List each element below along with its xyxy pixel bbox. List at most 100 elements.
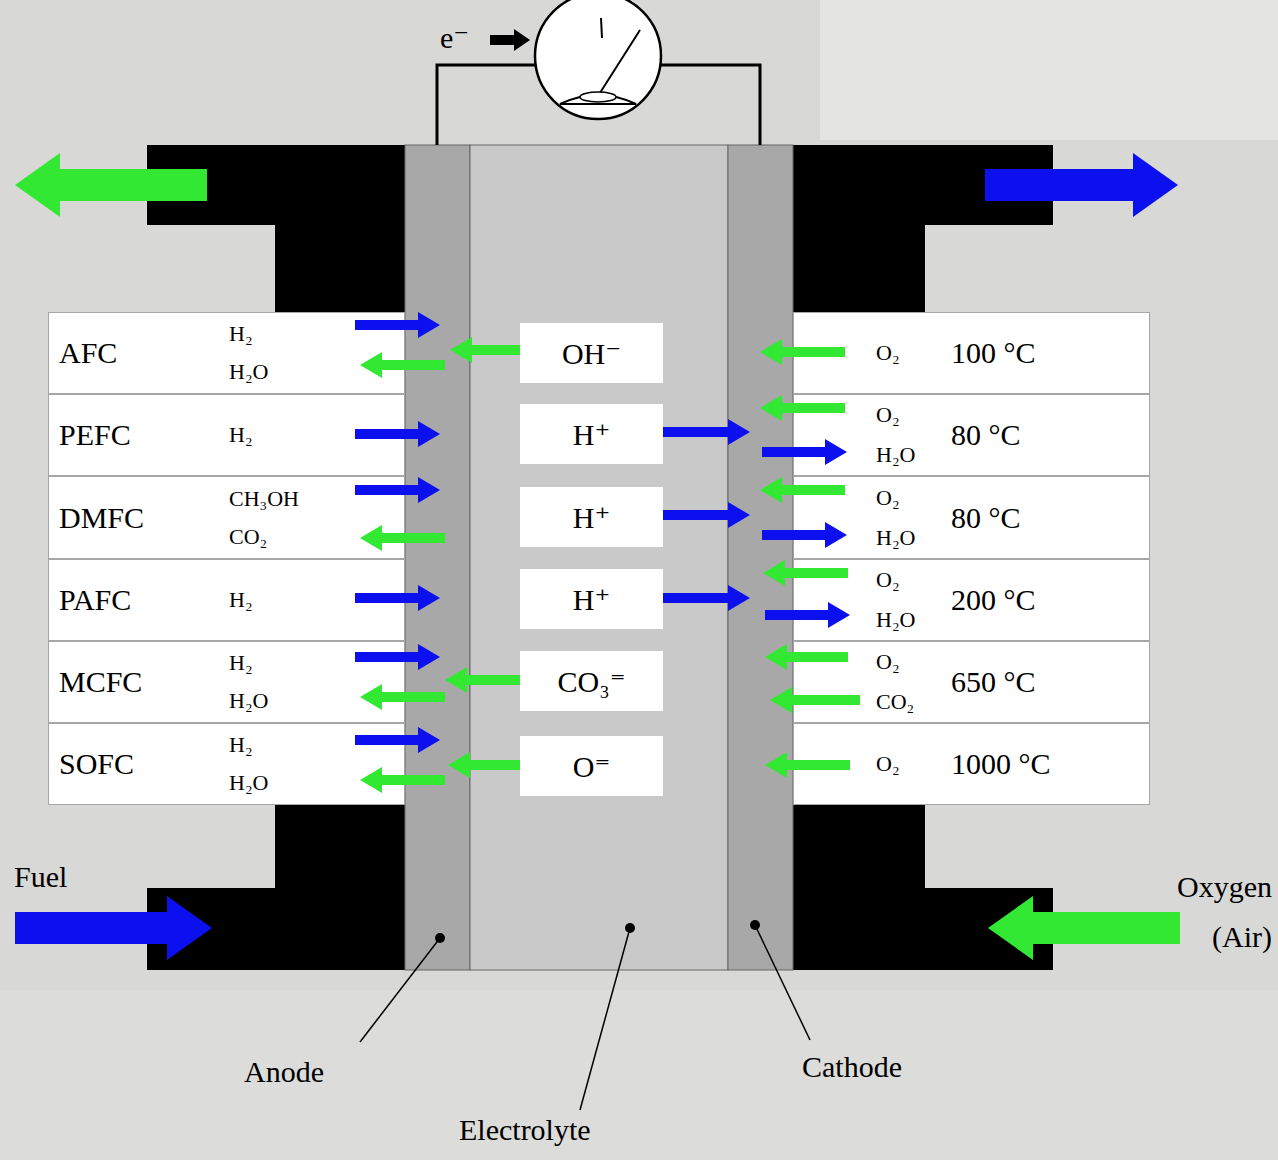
fuel-species: H₂ <box>229 416 253 454</box>
leader-line <box>755 925 810 1040</box>
flow-arrow <box>765 644 848 670</box>
cell-type-name: SOFC <box>59 747 229 781</box>
oxidant-species: O₂ H₂O <box>876 395 915 475</box>
meter-symbol <box>535 0 661 119</box>
species-cell: O₂ H₂O <box>876 395 951 475</box>
cell-type-row: SOFCH₂ H₂O <box>48 723 405 805</box>
ion-box: O⁼ <box>520 736 663 796</box>
wire <box>437 65 536 145</box>
label-holder: Oxygen (Air) <box>1177 862 1272 962</box>
oxidant-species: O₂ H₂O <box>876 560 915 640</box>
flow-arrow <box>663 585 750 611</box>
cell-type-row: MCFCH₂ H₂O <box>48 641 405 723</box>
label-holder: Electrolyte <box>459 1113 591 1147</box>
cathode-row: O₂ H₂O 80 °C <box>793 394 1150 476</box>
ion-label: OH⁻ <box>562 336 621 371</box>
flow-arrow <box>988 896 1180 960</box>
label-holder: e⁻ <box>440 20 469 55</box>
wire <box>660 65 760 145</box>
cathode-band <box>728 145 793 970</box>
fuel-species: CH₃OH CO₂ <box>229 480 299 556</box>
ion-label: H⁺ <box>573 582 611 617</box>
label-holder: Cathode <box>802 1050 902 1084</box>
flow-arrow <box>760 477 845 503</box>
electrolyte-band <box>470 145 728 970</box>
temperature-label: 1000 °C <box>951 747 1051 781</box>
flow-arrow <box>770 687 860 713</box>
ion-box: OH⁻ <box>520 323 663 383</box>
ion-box: H⁺ <box>520 404 663 464</box>
cell-type-name: DMFC <box>59 501 229 535</box>
meter-base <box>580 92 616 102</box>
anode-band <box>405 145 470 970</box>
temperature-label: 100 °C <box>951 336 1036 370</box>
flow-arrow <box>360 525 445 551</box>
electron-arrow <box>490 29 530 51</box>
flow-arrow <box>985 153 1178 217</box>
electron-label: e⁻ <box>440 20 469 55</box>
leader-dot <box>750 920 760 930</box>
flow-arrow <box>450 337 520 363</box>
temperature-label: 80 °C <box>951 501 1021 535</box>
flow-arrow <box>765 602 850 628</box>
flow-arrow <box>355 727 440 753</box>
flow-arrow <box>360 684 445 710</box>
cell-type-name: PEFC <box>59 418 229 452</box>
temperature-label: 80 °C <box>951 418 1021 452</box>
flow-arrow <box>760 339 845 365</box>
flow-arrow <box>355 644 440 670</box>
ion-box: H⁺ <box>520 569 663 629</box>
species-cell: O₂ H₂O <box>876 560 951 640</box>
label-holder: Anode <box>244 1055 324 1089</box>
ion-label: H⁺ <box>573 500 611 535</box>
flow-arrow <box>663 502 750 528</box>
background-window <box>820 0 1278 140</box>
cell-type-name: AFC <box>59 336 229 370</box>
flow-arrow <box>765 752 850 778</box>
flow-arrow <box>448 752 520 778</box>
meter-needle <box>598 30 640 96</box>
meter-tick <box>601 18 602 38</box>
flow-arrow <box>360 352 445 378</box>
species-cell: O₂ <box>876 333 951 373</box>
background-floor <box>0 990 1278 1160</box>
part-label: Electrolyte <box>459 1113 591 1147</box>
leader-line <box>360 938 440 1042</box>
flow-arrow <box>663 419 750 445</box>
ion-box: CO₃⁼ <box>520 651 663 711</box>
flow-arrow <box>355 585 440 611</box>
fuel-species: H₂ <box>229 581 253 619</box>
part-label: Cathode <box>802 1050 902 1084</box>
ion-label: H⁺ <box>573 417 611 452</box>
flow-arrow <box>445 667 520 693</box>
flow-arrow <box>763 560 848 586</box>
fuel-species: H₂ H₂O <box>229 644 268 720</box>
cell-type-row: PEFCH₂ <box>48 394 405 476</box>
leader-dot <box>625 923 635 933</box>
flow-arrow <box>15 153 207 217</box>
cell-type-row: AFCH₂ H₂O <box>48 312 405 394</box>
flow-arrow <box>355 421 440 447</box>
flow-arrow <box>762 522 847 548</box>
cathode-row: O₂ 100 °C <box>793 312 1150 394</box>
cell-type-row: DMFCCH₃OH CO₂ <box>48 476 405 559</box>
ion-label: O⁼ <box>573 749 611 784</box>
species-cell: O₂ <box>876 744 951 784</box>
cell-type-name: MCFC <box>59 665 229 699</box>
temperature-label: 200 °C <box>951 583 1036 617</box>
oxidant-species: O₂ <box>876 333 900 373</box>
species-cell: O₂ H₂O <box>876 478 951 558</box>
species-cell: O₂ CO₂ <box>876 642 951 722</box>
leader-line <box>580 928 630 1110</box>
oxidant-species: O₂ <box>876 744 900 784</box>
fuel-species: H₂ H₂O <box>229 315 268 391</box>
inlet-label: Oxygen (Air) <box>1177 862 1272 962</box>
cathode-row: O₂ H₂O80 °C <box>793 476 1150 559</box>
ion-box: H⁺ <box>520 487 663 547</box>
leader-dot <box>435 933 445 943</box>
cell-type-name: PAFC <box>59 583 229 617</box>
flow-arrow <box>762 439 847 465</box>
flow-arrow <box>355 312 440 338</box>
